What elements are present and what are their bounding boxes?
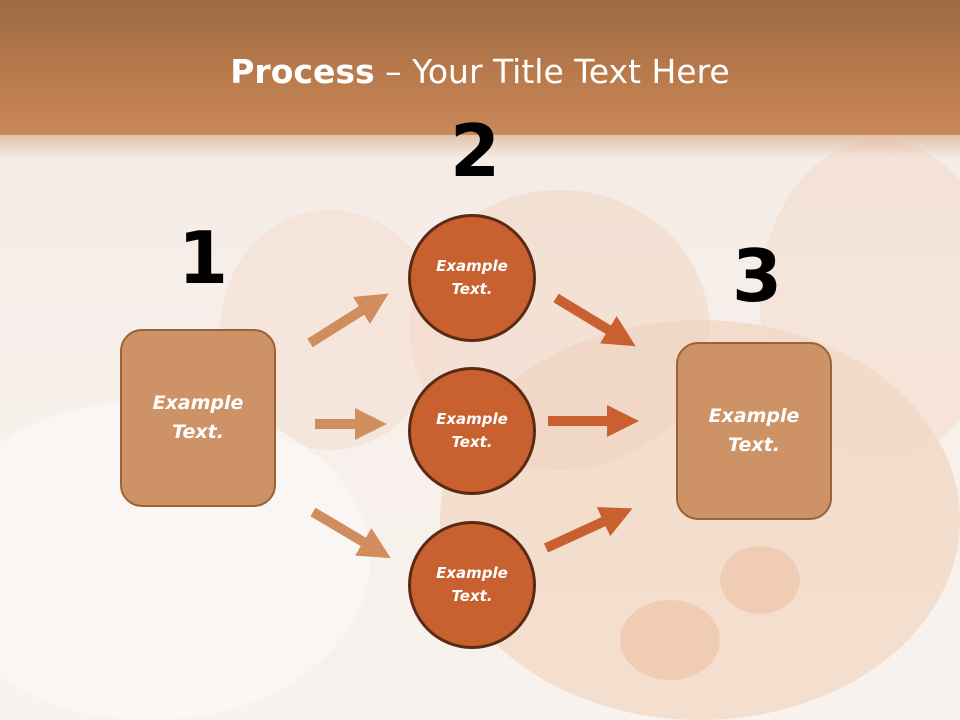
- arrow-right-top: [553, 293, 636, 347]
- step-number-3: 3: [732, 234, 783, 318]
- circle-bottom-line1: Example: [436, 564, 508, 582]
- title-bar-fade: [0, 128, 960, 158]
- left-box-line1: Example: [152, 392, 244, 414]
- left-box-line2: Text.: [172, 421, 224, 443]
- circle-middle-line1: Example: [436, 410, 508, 428]
- circle-top-line2: Text.: [451, 280, 493, 298]
- title-rest: – Your Title Text Here: [374, 52, 730, 91]
- circle-bottom-line2: Text.: [451, 587, 493, 605]
- right-box-line1: Example: [708, 405, 800, 427]
- arrow-left-top: [307, 293, 389, 348]
- title-bar: [0, 0, 960, 135]
- title-bold: Process: [230, 52, 375, 91]
- circle-top-line1: Example: [436, 257, 508, 275]
- arrow-right-bottom: [543, 507, 633, 553]
- right-box-line2: Text.: [728, 434, 780, 456]
- step-number-1: 1: [178, 216, 229, 300]
- circle-middle-line2: Text.: [451, 433, 493, 451]
- step-number-2: 2: [450, 109, 501, 193]
- arrow-left-bottom: [310, 507, 391, 559]
- slide-title[interactable]: Process – Your Title Text Here: [0, 52, 960, 91]
